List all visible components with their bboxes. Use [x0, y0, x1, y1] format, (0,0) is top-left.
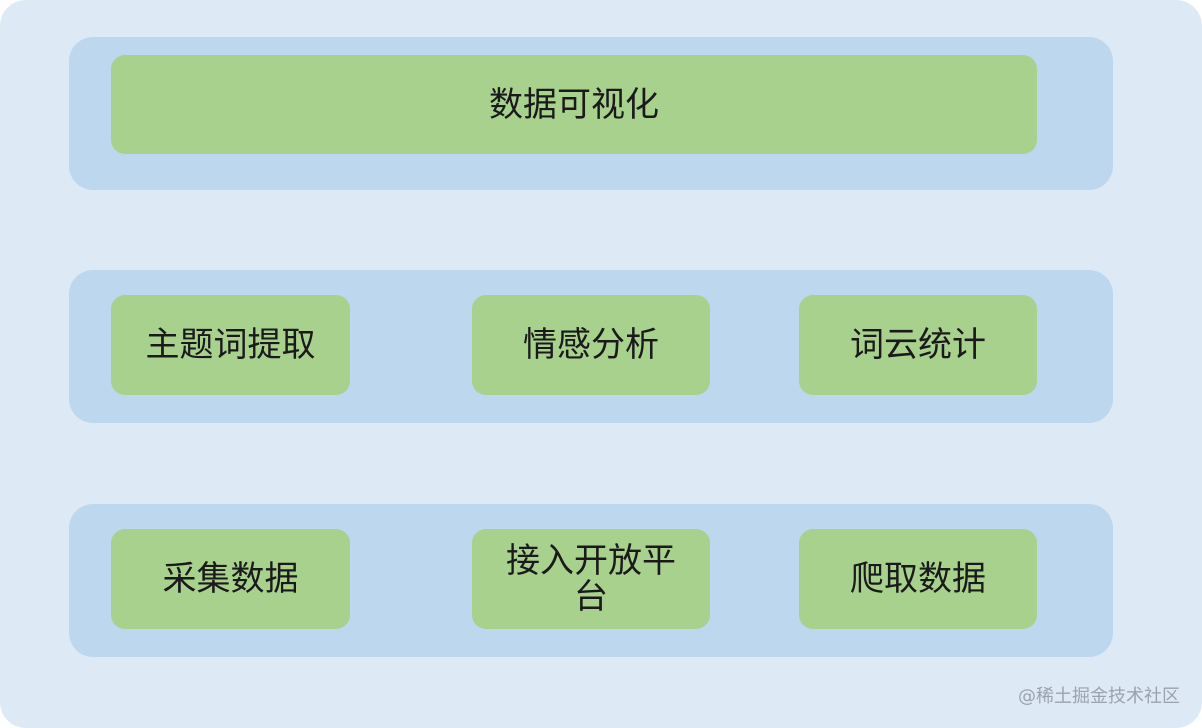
- box-sentiment-analysis: 情感分析: [472, 295, 710, 395]
- layer-visualization: 数据可视化: [69, 37, 1113, 190]
- box-label: 采集数据: [162, 559, 299, 599]
- layer-data-source: 采集数据 接入开放平台 爬取数据: [69, 504, 1113, 657]
- box-word-cloud: 词云统计: [799, 295, 1037, 395]
- box-label: 词云统计: [850, 325, 986, 365]
- box-label: 接入开放平台: [506, 541, 676, 617]
- box-label: 主题词提取: [145, 325, 316, 365]
- box-open-platform: 接入开放平台: [472, 529, 710, 629]
- box-label: 爬取数据: [850, 559, 986, 599]
- box-label: 情感分析: [523, 325, 659, 365]
- box-crawl-data: 爬取数据: [799, 529, 1037, 629]
- layer-analysis: 主题词提取 情感分析 词云统计: [69, 270, 1113, 423]
- box-collect-data: 采集数据: [111, 529, 350, 629]
- watermark: @稀土掘金技术社区: [1018, 686, 1180, 707]
- box-topic-extraction: 主题词提取: [111, 295, 350, 395]
- box-data-visualization: 数据可视化: [111, 55, 1037, 154]
- box-label: 数据可视化: [489, 84, 659, 125]
